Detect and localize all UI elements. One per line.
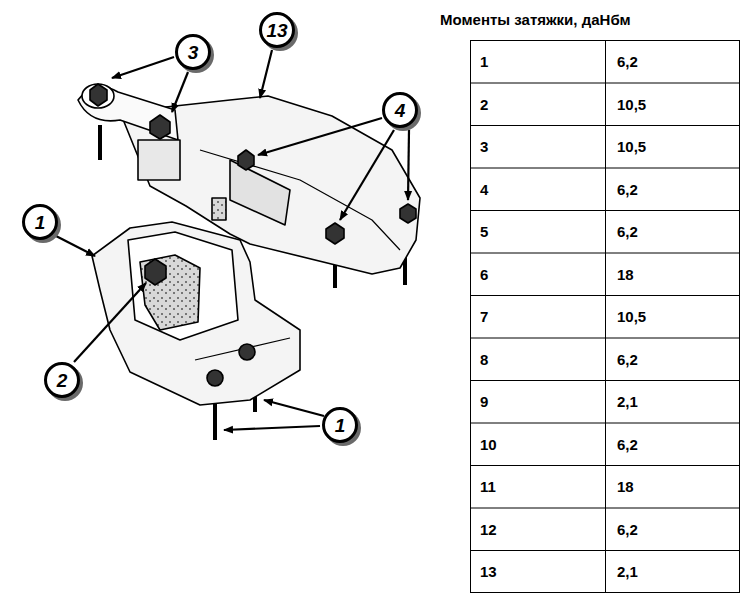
table-index: 2	[480, 96, 488, 113]
table-grid	[471, 41, 740, 593]
callout-number: 1	[35, 213, 46, 232]
table-value: 6,2	[617, 351, 638, 368]
table-index: 5	[480, 223, 488, 240]
table-title: Моменты затяжки, даНбм	[440, 11, 631, 28]
leader-lines	[56, 50, 409, 430]
callout-number: 3	[188, 43, 199, 62]
table-value: 18	[617, 266, 634, 283]
table-value: 6,2	[617, 223, 638, 240]
table-index: 4	[480, 181, 488, 198]
table-value: 10,5	[617, 138, 646, 155]
callout-circle: 3	[175, 34, 211, 70]
callout-number: 2	[57, 371, 68, 390]
table-row-line	[471, 550, 740, 551]
table-index: 3	[480, 138, 488, 155]
table-row-line	[471, 423, 740, 424]
table-value: 6,2	[617, 436, 638, 453]
table-row-line	[471, 508, 740, 509]
callout-number: 1	[335, 416, 346, 435]
table-index: 1	[480, 53, 488, 70]
table-index: 7	[480, 308, 488, 325]
table-value: 2,1	[617, 393, 638, 410]
table-value: 10,5	[617, 96, 646, 113]
callout-circle: 1	[22, 204, 58, 240]
table-index: 13	[480, 563, 497, 580]
callout-circle: 2	[44, 362, 80, 398]
table-index: 12	[480, 521, 497, 538]
callout-circle: 4	[382, 92, 418, 128]
table-row-line	[471, 380, 740, 381]
table-value: 10,5	[617, 308, 646, 325]
table-value: 6,2	[617, 53, 638, 70]
table-index: 9	[480, 393, 488, 410]
table-index: 8	[480, 351, 488, 368]
callout-circle: 1	[322, 407, 358, 443]
table-row-line	[471, 168, 740, 169]
table-index: 6	[480, 266, 488, 283]
table-value: 6,2	[617, 521, 638, 538]
table-value: 6,2	[617, 181, 638, 198]
table-value: 18	[617, 478, 634, 495]
table-row-line	[471, 338, 740, 339]
callout-number: 13	[266, 21, 287, 40]
table-row-line	[471, 83, 740, 84]
callout-circle: 13	[259, 12, 295, 48]
table-row-line	[471, 465, 740, 466]
table-row-line	[471, 210, 740, 211]
table-row-line	[471, 253, 740, 254]
table-row-line	[471, 125, 740, 126]
table-index: 10	[480, 436, 497, 453]
callout-number: 4	[395, 101, 406, 120]
table-value: 2,1	[617, 563, 638, 580]
table-row-line	[471, 295, 740, 296]
table-index: 11	[480, 478, 496, 495]
engine-mount	[92, 222, 300, 440]
